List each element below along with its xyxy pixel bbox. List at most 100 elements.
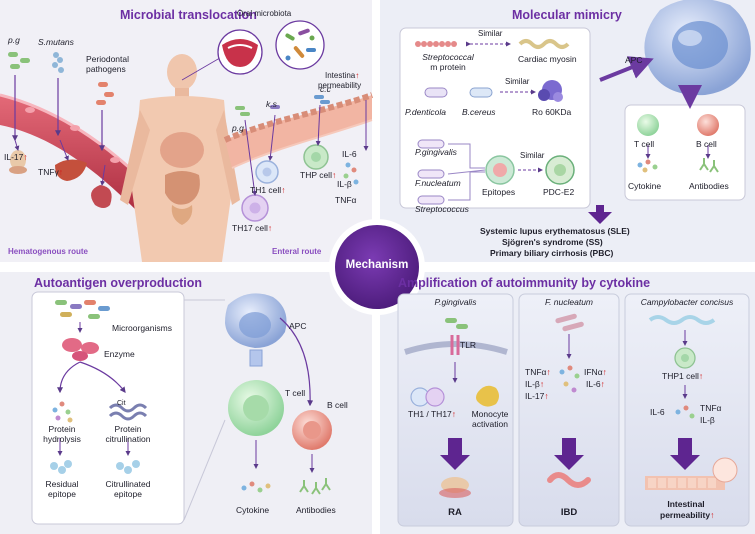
protein-citrullination-icon <box>108 403 148 421</box>
panel-tl-title: Microbial translocation <box>120 8 257 22</box>
citrullinated-epitope-icon <box>116 460 140 474</box>
pg-label-2: p.g <box>232 123 244 133</box>
thp1-label: THP1 cell↑ <box>662 371 704 381</box>
cardiac-label: Cardiac myosin <box>518 54 577 64</box>
monocyte-label-2: activation <box>472 419 508 429</box>
b-cereus-label: B.cereus <box>462 107 496 117</box>
oral-microbiota-label: Oral microbiota <box>237 9 292 18</box>
blood-vessel <box>0 95 175 230</box>
th1-th17-label: TH1 / TH17↑ <box>408 409 457 419</box>
microbiota-zoom <box>275 20 325 70</box>
intestinal-permeability-icon <box>645 457 738 490</box>
br-col3-header: Campylobacter concisus <box>640 297 734 307</box>
p-denticola-icon <box>424 87 448 98</box>
cytokine-icon-fn <box>559 365 580 393</box>
similar-label-2: Similar <box>505 77 530 86</box>
antibodies-label-tr: Antibodies <box>689 181 729 191</box>
ilb-label-cc: IL-β <box>700 415 715 425</box>
similar-label-3: Similar <box>520 151 545 160</box>
protein-citrullination-1: Protein <box>114 424 142 434</box>
ilb-label-fn: IL-β↑ <box>525 379 545 389</box>
antibodies-label-bl: Antibodies <box>296 505 336 515</box>
strep-m-protein-icon <box>415 41 457 47</box>
il6-label-cc: IL-6 <box>650 407 665 417</box>
center-label: Mechanism <box>345 259 409 271</box>
th1-cell-label: TH1 cell↑ <box>250 185 286 195</box>
ilb-label: IL-β <box>337 179 352 189</box>
panel-tr-title: Molecular mimicry <box>512 8 622 22</box>
s-mutans-label: S.mutans <box>38 37 74 47</box>
residual-epitope-1: Residual <box>45 479 79 489</box>
liver-icon <box>55 159 87 181</box>
microorganisms-label: Microorganisms <box>112 323 172 333</box>
ra-label: RA <box>448 507 462 518</box>
ra-joint-icon <box>439 477 471 498</box>
protein-citrullination-2: citrullination <box>105 434 151 444</box>
strep-protein-label-2: m protein <box>430 62 466 72</box>
cytokine-icon-bl <box>241 481 271 493</box>
monocyte-icon <box>476 385 499 407</box>
tlr-label: TLR <box>460 340 477 350</box>
periodontal-pathogens-icon <box>96 82 114 105</box>
pg-label: p.g <box>8 35 20 45</box>
protein-hydrolysis-2: hydrolysis <box>43 434 81 444</box>
human-body-figure <box>120 54 240 262</box>
disease-sle: Systemic lupus erythematosus (SLE) <box>480 226 630 236</box>
enzyme-icon <box>62 338 99 361</box>
monocyte-label-1: Monocyte <box>471 409 509 419</box>
enteral-label: Enteral route <box>272 247 322 256</box>
periodontal-label-1: Periodontal <box>86 54 130 64</box>
tnfa-label-cc: TNFα <box>700 403 722 413</box>
tnfa-label: TNFα <box>335 195 357 205</box>
ro60-label: Ro 60KDa <box>532 107 572 117</box>
b-cell-icon-tr <box>697 114 719 136</box>
residual-epitope-icon <box>50 460 72 474</box>
ibd-label: IBD <box>560 507 578 518</box>
il6-label: IL-6 <box>342 149 357 159</box>
apc-cell-icon-bl <box>225 293 287 348</box>
cytokine-icon-tr <box>637 159 658 173</box>
t-cell-label-tr: T cell <box>634 139 655 149</box>
il17-label: IL-17↑ <box>4 152 28 162</box>
b-cereus-icon <box>469 87 493 98</box>
b-cell-label-bl: B cell <box>327 400 348 410</box>
th17-cell-icon-br <box>425 387 445 407</box>
intestina-label-1: Intestina↑ <box>325 71 360 80</box>
residual-epitope-2: epitope <box>48 489 76 499</box>
f-nucleatum-label: F.nucleatum <box>415 178 461 188</box>
citrullinated-epitope-1: Citrullinated <box>105 479 151 489</box>
enzyme-label: Enzyme <box>104 349 135 359</box>
strep-protein-label-1: Streptococcal <box>422 52 474 62</box>
ks-label: k.s <box>266 99 277 109</box>
streptococcus-label: Streptococcus <box>415 204 469 214</box>
similar-label-1: Similar <box>478 29 503 38</box>
mechanism-circle <box>335 225 419 309</box>
panel-br-title: Amplification of autoimmunity by cytokin… <box>398 276 651 290</box>
br-col2-header: F. nucleatum <box>544 297 594 307</box>
pg-bacteria-icon <box>8 52 30 69</box>
citrullinated-epitope-2: epitope <box>114 489 142 499</box>
p-denticola-label: P.denticola <box>405 107 446 117</box>
pdc-label: PDC-E2 <box>543 187 575 197</box>
ro60-protein-icon <box>538 80 563 102</box>
cc-label: c.c <box>320 84 331 94</box>
disease-pbc: Primary biliary cirrhosis (PBC) <box>490 248 614 258</box>
il17-label-fn: IL-17↑ <box>525 391 549 401</box>
apc-cell-icon <box>644 0 751 96</box>
s-mutans-icon <box>52 52 64 73</box>
protein-hydrolysis-icon <box>52 401 73 423</box>
hematogenous-label: Hematogenous route <box>8 247 89 256</box>
cytokine-label-bl: Cytokine <box>236 505 270 515</box>
br-col-fn <box>518 293 620 527</box>
periodontal-label-2: pathogens <box>86 64 126 74</box>
br-col-pg <box>397 293 514 527</box>
ifna-label-fn: IFNα↑ <box>584 367 607 377</box>
br-col1-header: P.gingivalis <box>434 297 477 307</box>
apc-label-bl: APC <box>289 321 307 331</box>
joint-icon <box>9 150 27 174</box>
intestinal-label-2: permeability↑ <box>660 510 715 520</box>
epitopes-label: Epitopes <box>482 187 516 197</box>
cytokine-icon-cc <box>675 405 695 419</box>
